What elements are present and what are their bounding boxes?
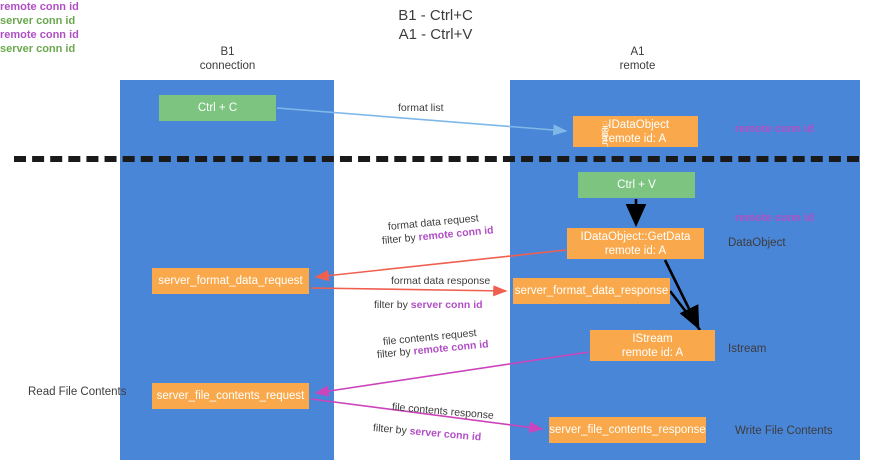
box-getdata-line2: remote id: A bbox=[604, 244, 667, 257]
box-istream[interactable]: IStream remote id: A bbox=[590, 330, 715, 361]
annotation-left-server-conn-id-bottom: server conn id bbox=[0, 43, 76, 55]
annotation-left-remote-conn-id-bottom: remote conn id bbox=[0, 29, 79, 41]
annotation-left-conn-ids-bottom: remote conn id server conn id bbox=[0, 28, 871, 56]
arrow-format-data-response bbox=[310, 285, 508, 297]
label-fcresp-filter-prefix: filter by bbox=[372, 422, 411, 438]
label-file-contents-response-filter: filter by server conn id bbox=[372, 421, 481, 444]
box-ctrl-v[interactable]: Ctrl + V bbox=[578, 172, 695, 198]
box-server-file-contents-response[interactable]: server_file_contents_response bbox=[549, 417, 706, 443]
label-format-data-response-filter: filter by server conn id bbox=[374, 298, 483, 312]
label-file-contents-response: file contents response bbox=[391, 401, 495, 422]
label-fdresp-filter-prefix: filter by bbox=[374, 299, 411, 311]
box-sfcreq-label: server_file_contents_request bbox=[156, 390, 305, 402]
annotation-remote-conn-id-top: remote conn id bbox=[735, 123, 814, 135]
box-sfcresp-label: server_file_contents_response bbox=[549, 424, 706, 436]
lane-header-a1: A1 remote bbox=[560, 46, 715, 73]
box-idataobject[interactable]: ྪྦྷྡIDataObject remote id: A bbox=[573, 116, 698, 147]
page-title: B1 - Ctrl+C A1 - Ctrl+V bbox=[0, 6, 871, 44]
box-sfdreq-label: server_format_data_request bbox=[158, 275, 303, 287]
title-line-1: B1 - Ctrl+C bbox=[398, 7, 473, 24]
box-istream-line1: IStream bbox=[632, 332, 673, 345]
annotation-dataobject: DataObject bbox=[728, 237, 786, 249]
annotation-remote-conn-id-mid: remote conn id bbox=[735, 212, 814, 224]
box-ctrl-c[interactable]: Ctrl + C bbox=[159, 95, 276, 121]
label-fcresp-filter-key: server conn id bbox=[409, 425, 482, 444]
lane-header-a1-role: remote bbox=[619, 59, 656, 72]
box-idataobject-line1: ྪྦྷྡIDataObject bbox=[601, 118, 670, 131]
box-server-format-data-request[interactable]: server_format_data_request bbox=[152, 268, 309, 294]
phase-separator-dashed-line bbox=[14, 156, 859, 162]
label-fcreq-filter-prefix: filter by bbox=[376, 345, 415, 361]
lane-header-a1-name: A1 bbox=[630, 46, 645, 58]
box-server-file-contents-request[interactable]: server_file_contents_request bbox=[152, 383, 309, 409]
box-ctrl-c-label: Ctrl + C bbox=[197, 102, 238, 114]
label-format-data-response: format data response bbox=[391, 275, 491, 287]
annotation-read-file-contents: Read File Contents bbox=[28, 386, 127, 398]
box-sfdresp-label: server_format_data_response bbox=[514, 285, 669, 297]
title-line-2: A1 - Ctrl+V bbox=[398, 26, 473, 43]
annotation-write-file-contents: Write File Contents bbox=[735, 425, 833, 437]
box-getdata-line1: IDataObject::GetData bbox=[580, 230, 691, 243]
box-ctrl-v-label: Ctrl + V bbox=[617, 179, 656, 191]
lane-header-b1-role: connection bbox=[199, 59, 256, 72]
label-fdresp-filter-key: server conn id bbox=[410, 299, 483, 311]
annotation-left-remote-conn-id-mid: remote conn id bbox=[0, 1, 79, 13]
box-idataobject-getdata[interactable]: IDataObject::GetData remote id: A bbox=[567, 228, 704, 259]
box-istream-line2: remote id: A bbox=[621, 346, 684, 359]
annotation-left-server-conn-id-mid: server conn id bbox=[0, 15, 76, 27]
lane-header-b1-name: B1 bbox=[220, 46, 235, 58]
label-format-list: format list bbox=[398, 102, 444, 114]
annotation-left-conn-ids-mid: remote conn id server conn id bbox=[0, 0, 871, 28]
label-fdreq-filter-prefix: filter by bbox=[381, 231, 420, 247]
box-server-format-data-response[interactable]: server_format_data_response bbox=[513, 278, 670, 304]
lane-header-b1: B1 connection bbox=[150, 46, 305, 73]
annotation-istream: Istream bbox=[728, 343, 767, 355]
box-idataobject-line2: remote id: A bbox=[604, 132, 667, 145]
